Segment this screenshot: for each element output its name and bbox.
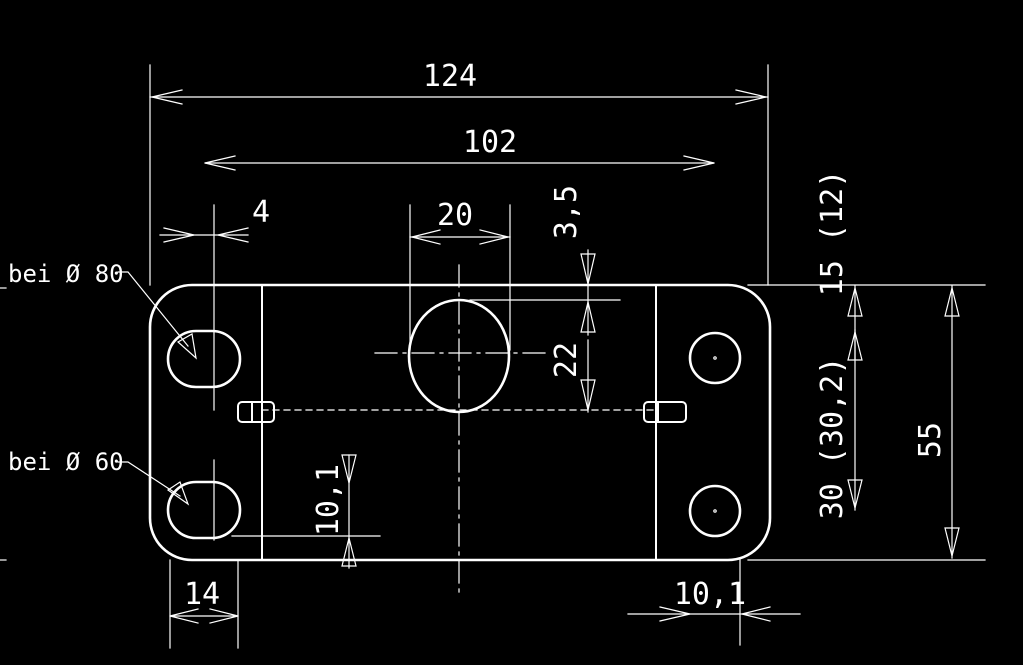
slot-lower	[166, 480, 242, 540]
dimension-line-3-5	[580, 249, 596, 336]
hole-upper-right	[688, 331, 742, 385]
hole-center-mark	[713, 356, 717, 360]
dimension-line-14	[169, 608, 239, 624]
clamp-block-right	[643, 401, 687, 423]
dimension-line-10-1-bottom	[627, 606, 801, 622]
dimension-line-10-1-left	[341, 454, 357, 569]
dimension-line-124	[149, 89, 769, 105]
dim-text-10-1-bottom: 10,1	[674, 577, 746, 612]
slot-upper	[166, 329, 242, 389]
dim-text-124: 124	[423, 59, 477, 94]
extension-lines	[149, 64, 986, 649]
dim-text-14: 14	[184, 577, 220, 612]
dim-text-3-5: 3,5	[549, 185, 584, 239]
central-bore	[407, 298, 511, 414]
dim-text-102: 102	[463, 125, 517, 160]
dimension-line-20	[409, 229, 511, 245]
dim-text-55: 55	[913, 422, 948, 458]
leader-arrow	[176, 333, 197, 360]
dimension-line-22	[580, 339, 596, 413]
dimension-line-30-30-2	[847, 329, 863, 511]
dim-text-30-30-2: 30 (30,2)	[815, 357, 850, 520]
hole-lower-right	[688, 484, 742, 538]
dimension-line-55	[944, 285, 960, 559]
hole-center-mark	[713, 509, 717, 513]
plate-outline	[148, 283, 772, 562]
label-lower-slot: bei Ø 60	[8, 448, 124, 476]
dim-text-10-1-left: 10,1	[311, 464, 346, 536]
leader-arrow	[166, 481, 190, 506]
leader-upper-slot	[117, 271, 189, 347]
dim-text-15-12: 15 (12)	[815, 170, 850, 296]
label-upper-slot: bei Ø 80	[8, 260, 124, 288]
dimension-line-102	[204, 155, 715, 171]
dim-text-22: 22	[549, 342, 584, 378]
clamp-block-left	[237, 401, 275, 423]
dim-text-4: 4	[252, 195, 270, 230]
leader-lower-slot	[117, 461, 181, 497]
dim-text-20: 20	[437, 198, 473, 233]
dimension-line-4	[159, 227, 249, 243]
